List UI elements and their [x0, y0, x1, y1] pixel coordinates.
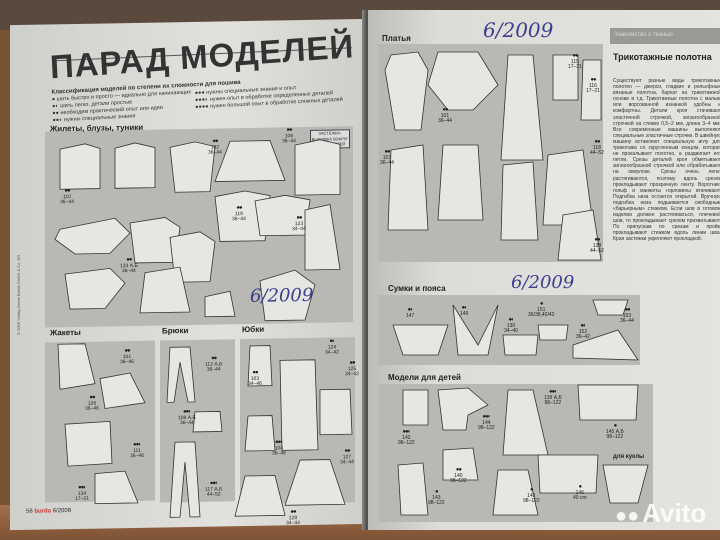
- model-label: ●◐147: [406, 307, 415, 319]
- section-bags: Сумки и пояса: [388, 284, 446, 293]
- magazine-spine: [362, 10, 372, 530]
- garment-sketches-dresses: [384, 51, 602, 261]
- model-label: ●◐149: [460, 305, 469, 317]
- sidebar-body: Существуют разные виды трикотажных полот…: [613, 78, 720, 243]
- avito-logo-icon: ●●: [615, 505, 640, 527]
- garment-sketches-bottom: [57, 343, 353, 518]
- sidebar-header: Знакомство с тканью: [610, 28, 720, 44]
- left-page: ПАРАД МОДЕЛЕЙ Классификация моделей по с…: [10, 18, 368, 531]
- sidebar-title: Трикотажные полотна: [613, 52, 712, 62]
- garment-sketches-vests: [54, 139, 341, 322]
- section-vests: Жилеты, блузы, туники: [50, 122, 144, 134]
- section-jackets: Жакеты: [50, 327, 81, 338]
- section-kids: Модели для детей: [388, 373, 461, 382]
- copyright-credit: © 2009 Verlag Aenne Burda GmbH & Co. KG: [16, 254, 21, 336]
- handwritten-issue-note: 6/2009: [511, 272, 575, 293]
- handwritten-issue-note: 6/2009: [483, 18, 554, 42]
- garment-sketches-kids: [397, 384, 649, 516]
- section-skirts: Юбки: [242, 324, 265, 335]
- page-title: ПАРАД МОДЕЛЕЙ: [49, 27, 356, 86]
- section-trousers: Брюки: [162, 326, 189, 336]
- section-dresses: Платья: [382, 34, 411, 43]
- page-folio: 56 burda 6/2009: [26, 508, 72, 515]
- doll-label: для куклы: [613, 454, 645, 460]
- avito-watermark: ●●Avito: [615, 498, 707, 528]
- handwritten-issue-note: 6/2009: [250, 284, 314, 307]
- garment-sketches-bags: [392, 299, 639, 361]
